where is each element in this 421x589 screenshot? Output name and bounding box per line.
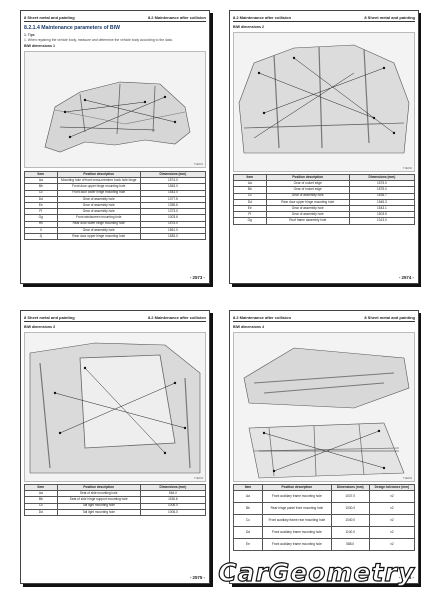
header-right: 8 Sheet metal and painting [364,315,415,320]
page-header: 8 Sheet metal and painting 8.2 Maintenan… [24,314,206,322]
dimension-cell: 1006.0 [139,508,207,516]
manual-page-2573: 8 Sheet metal and painting 8.2 Maintenan… [20,10,210,284]
biw-side-frame-illustration [44,81,191,153]
figure-tag: T1E001 [193,163,203,166]
dimension-cell: 1100.0 [330,526,370,540]
tolerance-cell: ±2 [368,514,416,528]
description-cell: Front auxiliary frame rear mounting hole [261,514,332,528]
item-cell: Bb [233,502,263,516]
item-cell: Ee [233,538,263,552]
table-header-row: Item Position description Dimensions (mm… [233,483,416,492]
header-left: 8.2 Maintenance after collision [233,15,292,20]
item-cell: Cc [233,514,263,528]
dimensions-table: Item Position description Dimensions (mm… [24,170,207,241]
dimension-cell: 588.0 [330,538,370,552]
biw-diagram-3: T1E003 [24,332,206,482]
tolerance-cell: ±2 [368,490,416,504]
column-header: Design tolerance (mm) [368,483,416,492]
header-right: 8.2 Maintenance after collision [147,15,206,20]
tolerance-cell: ±2 [368,538,416,552]
item-cell: Jj [24,232,58,241]
biw-side-interior-illustration [238,44,410,154]
tolerance-cell: ±2 [368,526,416,540]
tips-text: 1. When repairing the vehicle body, meas… [24,38,173,42]
page-header: 8.2 Maintenance after collision 8 Sheet … [233,314,415,322]
page-number: - 2573 - [189,275,205,280]
column-header: Item [233,483,263,492]
dimension-cell: 1040.0 [330,514,370,528]
page-header: 8 Sheet metal and painting 8.2 Maintenan… [24,14,206,22]
page-number: - 2575 - [189,575,205,580]
biw-underbody-illustration [243,347,410,479]
dimensions-table: Item Position description Dimensions (mm… [233,483,416,552]
header-left: 8 Sheet metal and painting [24,15,75,20]
manual-page-2575: 8 Sheet metal and painting 8.2 Maintenan… [20,310,210,584]
manual-page-2574: 8.2 Maintenance after collision 8 Sheet … [229,10,419,284]
description-cell: Tail light mounting hole [56,508,141,516]
dimension-cell: 1030.0 [330,502,370,516]
diagram-title: BIW dimensions 2 [233,25,264,29]
page-number: - 2576 - [398,575,414,580]
biw-diagram-2: T1E002 [233,32,415,172]
page-number: - 2574 - [398,275,414,280]
item-cell: Aa [233,490,263,504]
item-cell: Dd [24,508,58,516]
dimension-cell: 1583.0 [139,232,207,241]
diagram-title: BIW dimensions 3 [24,325,55,329]
tolerance-cell: ±2 [368,502,416,516]
item-cell: Dd [233,526,263,540]
diagram-title: BIW dimensions 1 [24,44,55,48]
header-left: 8.2 Maintenance after collision [233,315,292,320]
dimensions-table: Item Position description Dimensions (mm… [233,173,416,225]
header-left: 8 Sheet metal and painting [24,315,75,320]
header-right: 8 Sheet metal and painting [364,15,415,20]
figure-tag: T1E004 [402,477,412,480]
section-title: 8.2.1.4 Maintenance parameters of BIW [24,25,121,31]
description-cell: Rear door upper hinge mounting hole [56,232,141,241]
figure-tag: T1E003 [193,477,203,480]
dimension-cell: 1037.0 [330,490,370,504]
header-right: 8.2 Maintenance after collision [147,315,206,320]
figure-tag: T1E002 [402,167,412,170]
table-header-row: Item Position description Dimensions (mm… [24,483,207,492]
biw-diagram-1: T1E001 [24,51,206,168]
description-cell: Front auxiliary frame mounting hole [261,538,332,552]
biw-diagram-4: T1E004 [233,332,415,482]
item-cell: Gg [233,217,267,225]
description-cell: Rear hinge panel front mounting hole [261,502,332,516]
description-cell: Front auxiliary frame mounting hole [261,526,332,540]
tips-heading: 1. Tips [24,33,35,37]
description-cell: Front auxiliary frame mounting hole [261,490,332,504]
watermark-logo: CarGeometry [218,557,415,587]
dimensions-table: Item Position description Dimensions (mm… [24,483,207,516]
biw-rear-opening-illustration [29,342,201,474]
manual-page-2576: 8.2 Maintenance after collision 8 Sheet … [229,310,419,584]
dimension-cell: 1013.0 [348,217,416,225]
diagram-title: BIW dimensions 4 [233,325,264,329]
description-cell: Roof frame assembly hole [265,217,350,225]
page-header: 8.2 Maintenance after collision 8 Sheet … [233,14,415,22]
